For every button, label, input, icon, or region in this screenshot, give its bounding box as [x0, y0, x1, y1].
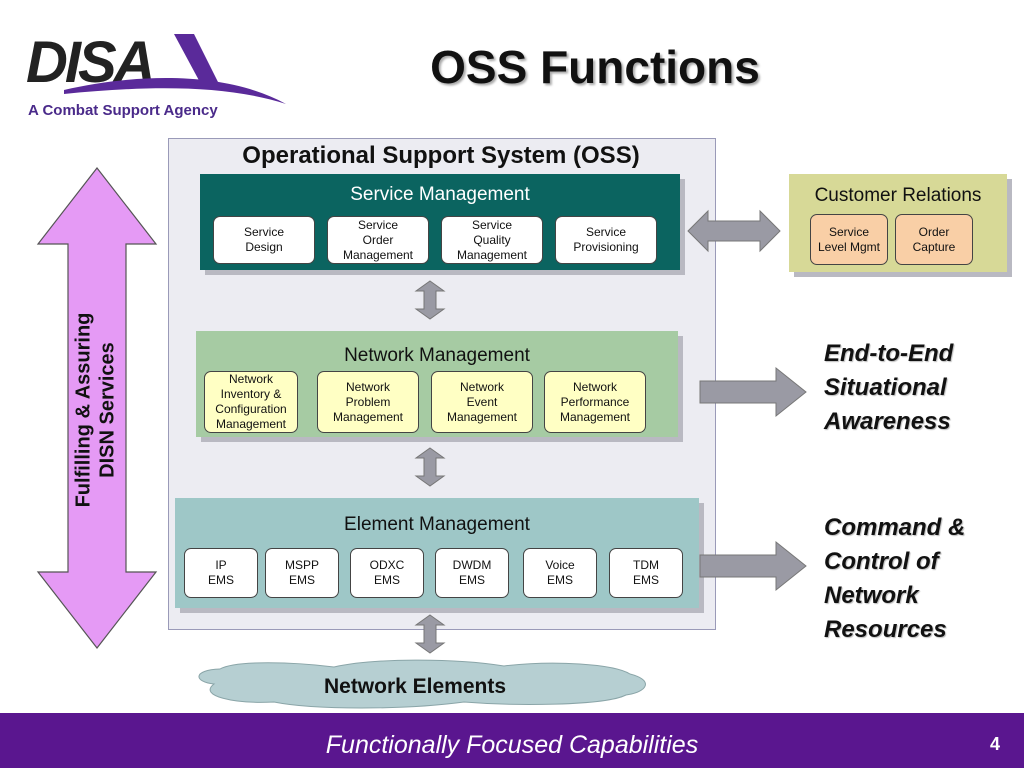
network-inventory-configuration-box: Network Inventory & Configuration Manage…: [204, 371, 298, 433]
service-provisioning-label: Service Provisioning: [573, 225, 639, 254]
network-event-management-label: Network Event Management: [446, 379, 518, 424]
sm-nm-double-arrow: [414, 280, 446, 320]
disa-logo: DISA: [26, 30, 286, 104]
network-management-title: Network Management: [344, 345, 530, 366]
customer-relations-title: Customer Relations: [814, 185, 982, 206]
voice-ems-label: Voice EMS: [545, 558, 575, 587]
side-label: Fulfilling & Assuring DISN Services: [40, 300, 150, 520]
order-capture-label: Order Capture: [912, 224, 956, 254]
odxc-ems-label: ODXC EMS: [369, 558, 405, 587]
command-control-arrow: [699, 540, 807, 592]
page-title: OSS Functions: [430, 41, 760, 93]
end-to-end-situational-awareness: End-to-End Situational Awareness: [824, 340, 954, 435]
nm-em-double-arrow: [414, 447, 446, 487]
service-quality-management-label: Service Quality Management: [456, 217, 528, 262]
footer-bar: [0, 713, 1024, 768]
network-problem-management-box: Network Problem Management: [317, 371, 419, 433]
oss-title: Operational Support System (OSS): [242, 142, 640, 169]
service-management-band: Service Management Service Design Servic…: [200, 174, 680, 270]
tdm-ems-label: TDM EMS: [632, 558, 659, 587]
service-level-mgmt-box: Service Level Mgmt: [810, 214, 888, 265]
sm-cr-double-arrow: [687, 209, 781, 253]
service-order-management-label: Service Order Management: [342, 217, 414, 262]
situational-awareness-arrow: [699, 366, 807, 418]
command-control-network-resources: Command & Control of Network Resources: [824, 514, 966, 643]
odxc-ems-box: ODXC EMS: [350, 548, 424, 598]
fulfilling-assuring-arrow: [36, 167, 158, 649]
service-provisioning-box: Service Provisioning: [555, 216, 657, 264]
element-management-title: Element Management: [344, 514, 530, 535]
service-management-title: Service Management: [350, 184, 530, 205]
network-elements-cloud: [198, 659, 646, 709]
order-capture-box: Order Capture: [895, 214, 973, 265]
side-label-text: Fulfilling & Assuring DISN Services: [72, 312, 118, 508]
network-event-management-box: Network Event Management: [431, 371, 533, 433]
service-design-label: Service Design: [243, 225, 284, 254]
em-ne-double-arrow: [414, 614, 446, 654]
mspp-ems-box: MSPP EMS: [265, 548, 339, 598]
dwdm-ems-box: DWDM EMS: [435, 548, 509, 598]
ip-ems-label: IP EMS: [207, 558, 234, 587]
footer-text: Functionally Focused Capabilities: [325, 731, 699, 759]
ip-ems-box: IP EMS: [184, 548, 258, 598]
service-design-box: Service Design: [213, 216, 315, 264]
customer-relations-band: Customer Relations Service Level Mgmt Or…: [789, 174, 1007, 272]
network-problem-management-label: Network Problem Management: [332, 379, 404, 424]
network-performance-management-label: Network Performance Management: [559, 379, 631, 424]
tdm-ems-box: TDM EMS: [609, 548, 683, 598]
network-performance-management-box: Network Performance Management: [544, 371, 646, 433]
network-inventory-configuration-label: Network Inventory & Configuration Manage…: [215, 372, 287, 431]
mspp-ems-label: MSPP EMS: [284, 558, 319, 587]
tagline: A Combat Support Agency: [28, 102, 218, 119]
network-management-band: Network Management Network Inventory & C…: [196, 331, 678, 437]
element-management-band: Element Management IP EMS MSPP EMS ODXC …: [175, 498, 699, 608]
network-elements-label: Network Elements: [323, 675, 507, 698]
service-quality-management-box: Service Quality Management: [441, 216, 543, 264]
page-number: 4: [990, 734, 1001, 754]
voice-ems-box: Voice EMS: [523, 548, 597, 598]
service-level-mgmt-label: Service Level Mgmt: [817, 224, 881, 254]
dwdm-ems-label: DWDM EMS: [452, 558, 492, 587]
service-order-management-box: Service Order Management: [327, 216, 429, 264]
